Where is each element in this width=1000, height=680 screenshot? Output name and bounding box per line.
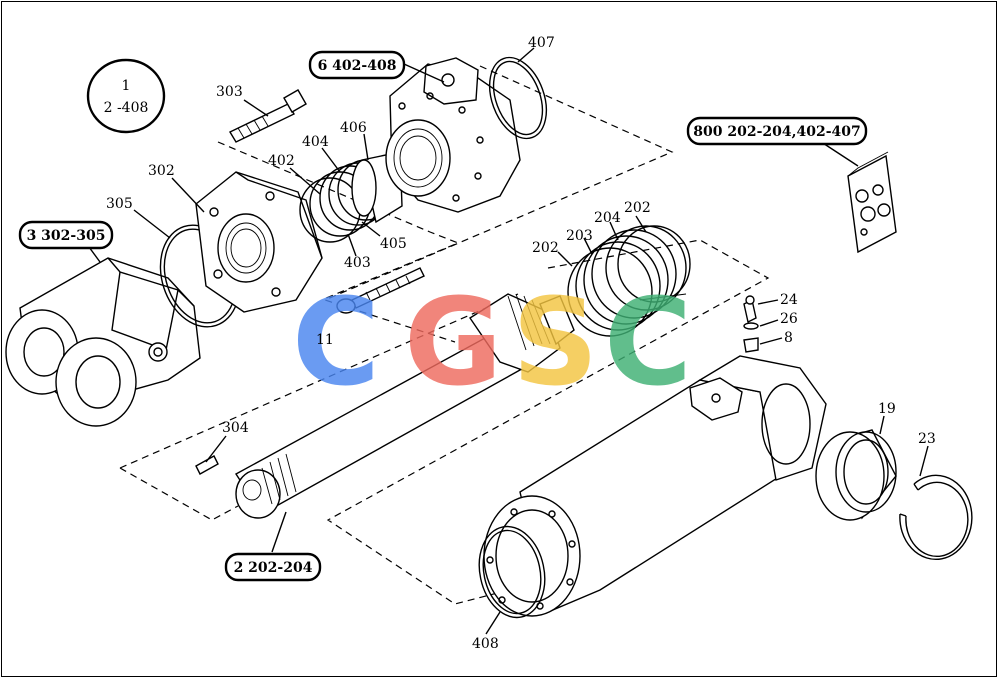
callout-head-kit-text: 6 402-408 xyxy=(318,58,397,74)
watermark-letter-2: G xyxy=(404,274,503,413)
watermark-logo: C G S C xyxy=(292,274,692,413)
piston-rod xyxy=(235,293,575,519)
label-405[interactable]: 405 xyxy=(380,236,407,252)
piston-rings xyxy=(567,225,691,337)
label-202-top[interactable]: 202 xyxy=(624,200,651,216)
cylinder-head xyxy=(385,57,521,213)
label-24[interactable]: 24 xyxy=(780,292,798,308)
label-302[interactable]: 302 xyxy=(148,163,175,179)
bushing-19 xyxy=(815,429,897,521)
label-403[interactable]: 403 xyxy=(344,255,371,271)
watermark-letter-3: S xyxy=(512,274,598,413)
label-406[interactable]: 406 xyxy=(340,120,367,136)
callout-assembly[interactable]: 1 2 -408 xyxy=(86,58,166,134)
callout-rod-end-kit[interactable]: 3 302-305 xyxy=(18,220,114,250)
label-203[interactable]: 203 xyxy=(566,228,593,244)
o-ring-408 xyxy=(478,525,546,619)
label-23[interactable]: 23 xyxy=(918,431,936,447)
rod-end-clevis xyxy=(5,257,201,427)
label-19[interactable]: 19 xyxy=(878,401,896,417)
label-202-lower[interactable]: 202 xyxy=(532,240,559,256)
callout-assembly-line1: 1 xyxy=(122,78,131,94)
seal-kit-bag xyxy=(847,151,897,254)
snap-ring-23 xyxy=(899,474,973,561)
callout-seal-kit[interactable]: 800 202-204,402-407 xyxy=(686,116,868,146)
o-ring-407 xyxy=(488,56,548,140)
label-8[interactable]: 8 xyxy=(784,330,793,346)
label-204[interactable]: 204 xyxy=(594,210,621,226)
callout-rod-end-kit-text: 3 302-305 xyxy=(27,228,106,244)
label-304[interactable]: 304 xyxy=(222,420,249,436)
label-11[interactable]: 11 xyxy=(316,332,334,348)
callout-piston-kit-text: 2 202-204 xyxy=(234,560,313,576)
bolt-303 xyxy=(229,89,307,143)
watermark-letter-4: C xyxy=(604,274,692,413)
label-26[interactable]: 26 xyxy=(780,311,798,327)
pin-304 xyxy=(195,455,219,475)
callout-piston-kit[interactable]: 2 202-204 xyxy=(224,552,322,582)
grease-fittings xyxy=(743,295,759,353)
callout-head-kit[interactable]: 6 402-408 xyxy=(308,50,406,80)
label-402[interactable]: 402 xyxy=(268,153,295,169)
assembly-guide-lines xyxy=(119,65,770,605)
threaded-stud xyxy=(336,267,425,314)
watermark-letter-1: C xyxy=(292,274,380,413)
label-407[interactable]: 407 xyxy=(528,35,555,51)
label-408[interactable]: 408 xyxy=(472,636,499,652)
hex-nut-302 xyxy=(195,171,323,313)
callout-seal-kit-text: 800 202-204,402-407 xyxy=(693,124,861,140)
callout-assembly-line2: 2 -408 xyxy=(104,100,149,116)
part-number-labels: 303 302 305 402 404 406 405 403 407 202 … xyxy=(106,35,936,652)
label-305[interactable]: 305 xyxy=(106,196,133,212)
label-303[interactable]: 303 xyxy=(216,84,243,100)
label-404[interactable]: 404 xyxy=(302,134,329,150)
